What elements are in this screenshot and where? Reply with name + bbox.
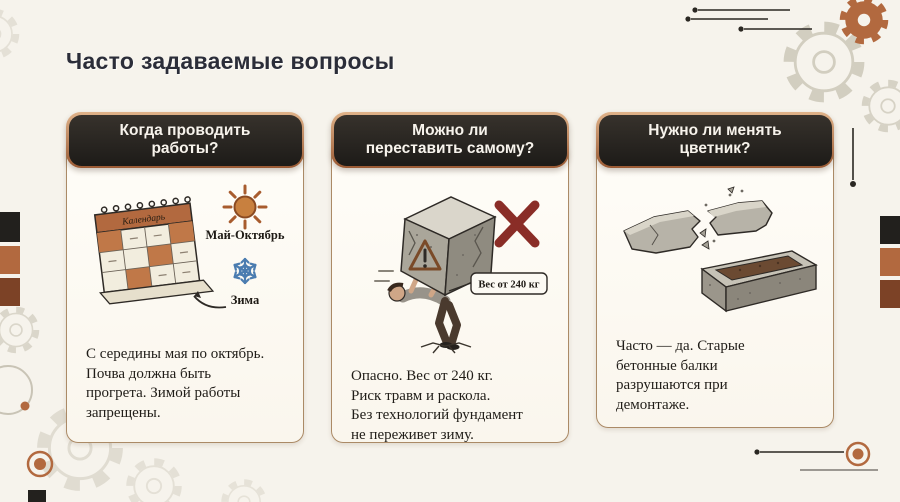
- crack-lines: [420, 342, 472, 354]
- warning-icon: [408, 239, 442, 271]
- broken-beam-illustration: [623, 186, 818, 313]
- color-swatches-right: [880, 216, 900, 308]
- weight-label: Вес от 240 кг: [478, 280, 539, 291]
- broken-beam: [623, 186, 773, 254]
- question-text: Можно ли переставить самому?: [333, 114, 567, 166]
- card-body: Календарь: [66, 140, 304, 443]
- weight-callout: Вес от 240 кг: [448, 272, 548, 295]
- question-header: Можно ли переставить самому?: [331, 112, 569, 168]
- summer-period-label: Май-Октябрь: [206, 228, 285, 242]
- person-figure: [387, 270, 461, 350]
- faq-cards: Когда проводить работы?: [66, 112, 834, 443]
- card-body: Вес от 240 кг Опасно. Вес от 240 кг. Рис…: [331, 140, 569, 443]
- gear-icon: [865, 83, 900, 129]
- calendar-icon: Календарь: [93, 196, 215, 305]
- calendar-illustration: Календарь: [93, 184, 285, 309]
- motion-lines: [374, 270, 394, 282]
- answer-text: Часто — да. Старые бетонные балки разруш…: [616, 338, 745, 413]
- heavy-block-illustration: Вес от 240 кг: [374, 196, 548, 354]
- gear-icon: [224, 482, 264, 502]
- page-title: Часто задаваемые вопросы: [66, 48, 395, 74]
- winter-label: Зима: [231, 293, 260, 307]
- calendar-title-label: Календарь: [121, 211, 167, 227]
- faq-card-move-yourself: Можно ли переставить самому?: [331, 112, 569, 443]
- gear-icon: [130, 462, 178, 502]
- card-body: Часто — да. Старые бетонные балки разруш…: [596, 140, 834, 428]
- question-text: Нужно ли менять цветник?: [598, 114, 832, 166]
- arrow-icon: [193, 291, 227, 309]
- concrete-planter: [700, 250, 818, 313]
- gear-icon: [0, 12, 16, 56]
- question-header: Нужно ли менять цветник?: [596, 112, 834, 168]
- faq-card-flowerbed: Нужно ли менять цветник?: [596, 112, 834, 443]
- gear-icon: [843, 0, 885, 41]
- circle-decoration: [0, 365, 33, 415]
- sun-icon: [222, 184, 268, 230]
- cross-icon: [494, 200, 540, 248]
- answer-text: С середины мая по октябрь. Почва должна …: [86, 346, 265, 421]
- snowflake-icon: [231, 257, 259, 285]
- question-text: Когда проводить работы?: [68, 114, 302, 166]
- faq-card-timing: Когда проводить работы?: [66, 112, 304, 443]
- bottom-right-decoration: [754, 441, 878, 471]
- answer-text: Опасно. Вес от 240 кг. Риск травм и раск…: [351, 368, 523, 443]
- color-swatches-left: [0, 212, 20, 306]
- question-header: Когда проводить работы?: [66, 112, 304, 168]
- ring-decoration: [26, 450, 54, 502]
- concrete-block: [400, 196, 497, 297]
- gear-icon: [0, 310, 36, 350]
- gear-icon: [789, 27, 859, 97]
